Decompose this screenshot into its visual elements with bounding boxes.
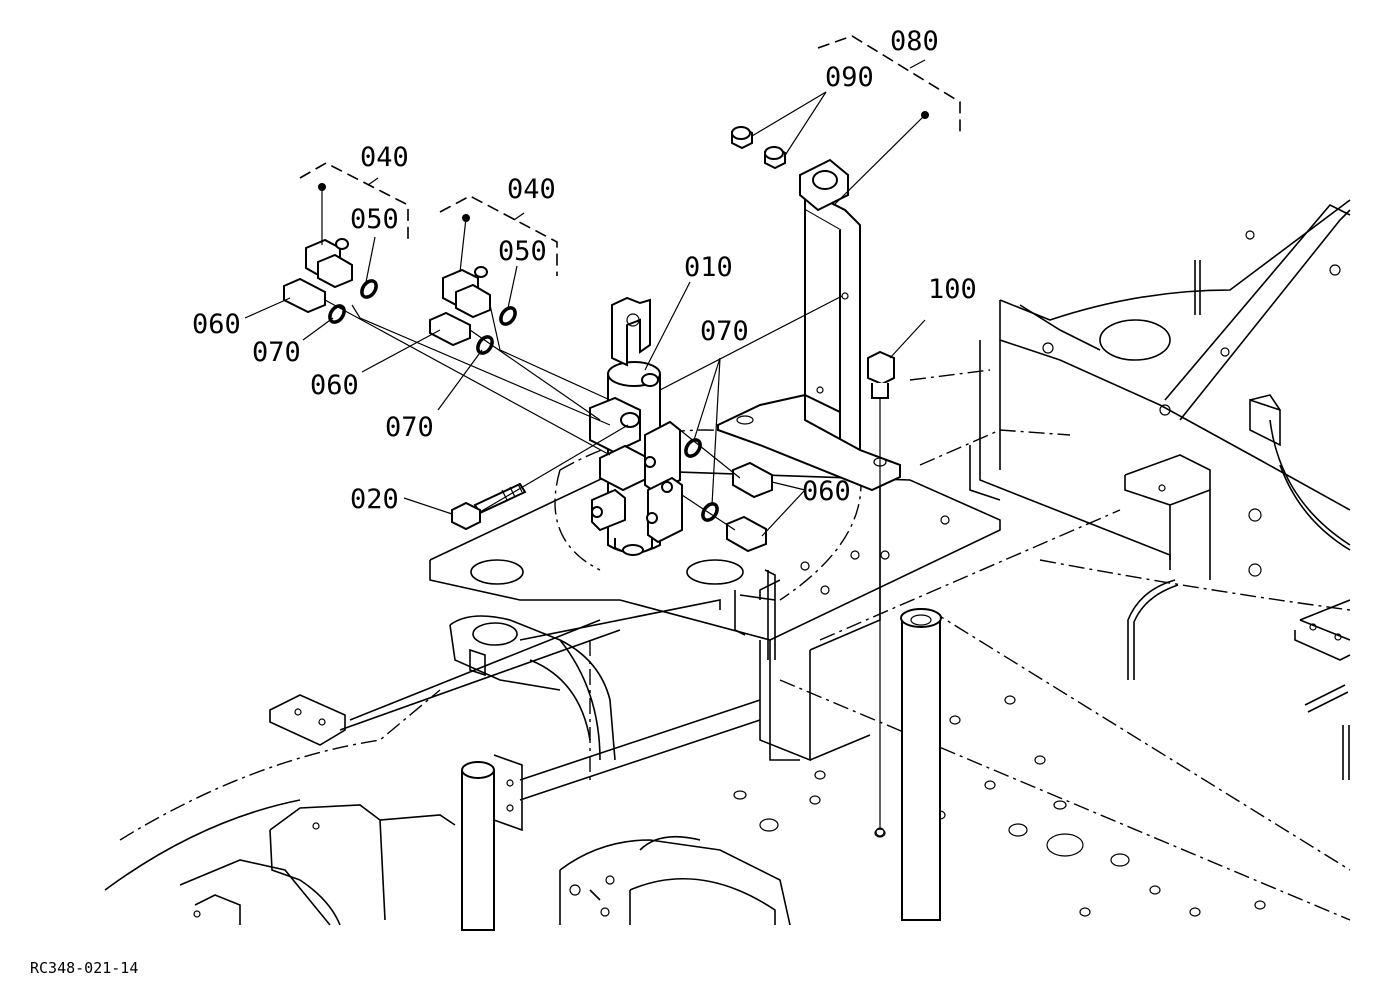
swivel-joint-010 xyxy=(589,296,683,556)
callout-040-left: 040 xyxy=(360,142,409,173)
chassis-frame xyxy=(104,199,1351,931)
callout-070-left: 070 xyxy=(252,337,301,368)
callout-060-left: 060 xyxy=(192,309,241,340)
assembly-lines xyxy=(324,295,843,531)
callout-100: 100 xyxy=(928,274,977,305)
callout-040-right: 040 xyxy=(507,174,556,205)
callout-090: 090 xyxy=(825,62,874,93)
leader-lines xyxy=(244,35,961,537)
collar-090 xyxy=(731,125,786,170)
bracket-080 xyxy=(717,158,901,492)
callout-050-left: 050 xyxy=(350,204,399,235)
bolt-020 xyxy=(451,482,527,531)
drawing-code: RC348-021-14 xyxy=(30,959,138,977)
callout-010: 010 xyxy=(684,252,733,283)
callout-080: 080 xyxy=(890,26,939,57)
fitting-040-left xyxy=(305,238,353,289)
callout-060-mid: 060 xyxy=(310,370,359,401)
fitting-040-right xyxy=(442,266,491,319)
callout-020: 020 xyxy=(350,484,399,515)
bolt-100 xyxy=(867,350,895,837)
callout-060-right: 060 xyxy=(802,476,851,507)
fitting-060-group xyxy=(283,277,773,553)
callout-070-right: 070 xyxy=(700,316,749,347)
callout-070-mid: 070 xyxy=(385,412,434,443)
callout-labels: 080 090 040 040 050 050 010 100 060 070 … xyxy=(192,26,977,515)
callout-050-right: 050 xyxy=(498,236,547,267)
